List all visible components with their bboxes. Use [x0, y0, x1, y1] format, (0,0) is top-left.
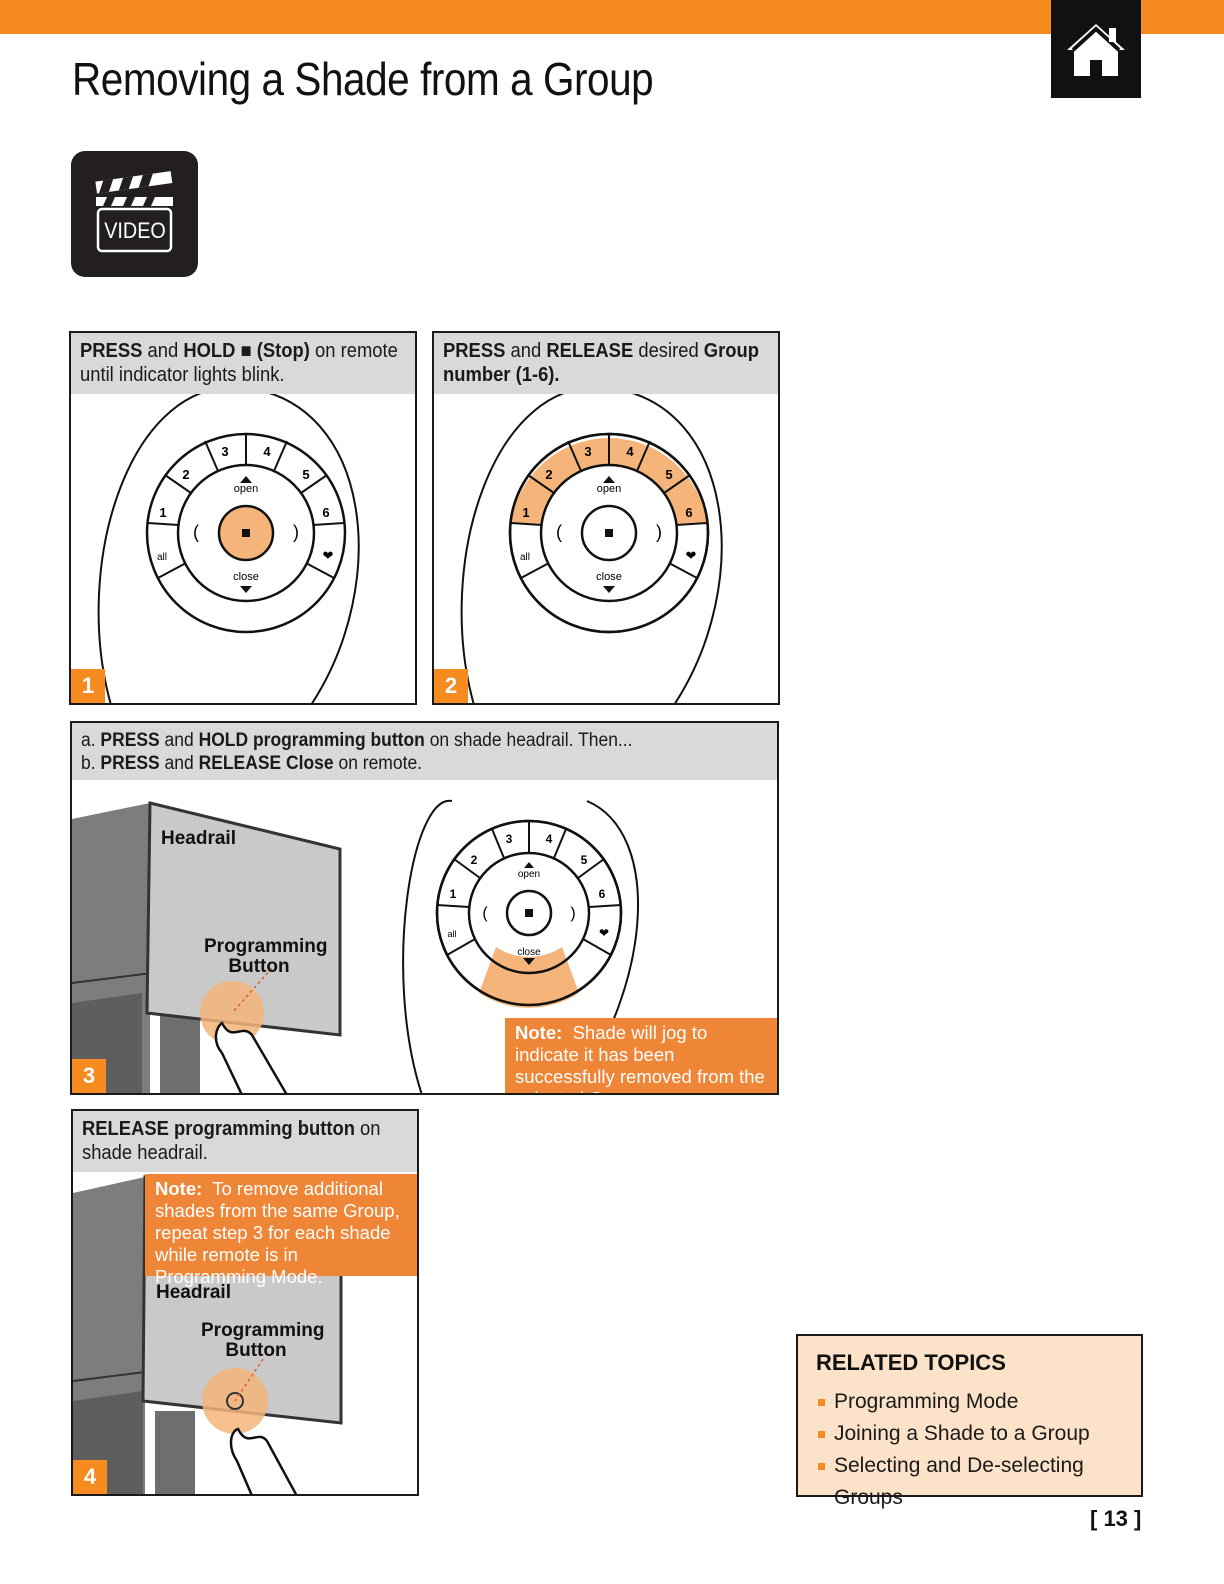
svg-text:all: all — [447, 929, 456, 939]
headrail-illustration: open close ( ) 3 4 2 5 1 6 all ❤ — [72, 799, 639, 1093]
svg-text:4: 4 — [546, 832, 553, 846]
clapperboard-icon — [95, 171, 173, 253]
svg-text:2: 2 — [182, 467, 189, 482]
step-2-badge: 2 — [434, 669, 468, 703]
svg-text:open: open — [234, 483, 258, 495]
step-4-note: Note: To remove additional shades from t… — [145, 1174, 417, 1287]
related-link-joining-shade[interactable]: Joining a Shade to a Group — [816, 1418, 1123, 1450]
svg-text:❤: ❤ — [686, 548, 697, 563]
step-1-instruction: PRESS and HOLD ■ (Stop) on remote until … — [71, 333, 415, 394]
svg-text:3: 3 — [506, 832, 513, 846]
svg-text:all: all — [157, 552, 167, 563]
svg-text:): ) — [656, 522, 662, 542]
svg-text:6: 6 — [599, 887, 606, 901]
programming-button-label: Programming Button — [201, 1320, 325, 1361]
bullet-icon — [818, 1463, 825, 1470]
step-2-panel: open close ( ) 3 4 2 5 1 6 all ❤ PRESS a… — [432, 331, 780, 705]
svg-text:open: open — [518, 869, 540, 880]
svg-text:2: 2 — [545, 467, 552, 482]
headrail-label: Headrail — [156, 1282, 231, 1303]
related-topics-box: RELATED TOPICS Programming Mode Joining … — [796, 1334, 1143, 1509]
svg-text:(: ( — [482, 905, 488, 922]
svg-text:3: 3 — [584, 444, 591, 459]
related-link-selecting-groups[interactable]: Selecting and De-selecting Groups — [816, 1450, 1123, 1514]
step-3-note: Note: Shade will jog to indicate it has … — [505, 1018, 777, 1093]
svg-text:1: 1 — [522, 505, 529, 520]
svg-text:(: ( — [556, 522, 562, 542]
svg-text:1: 1 — [159, 505, 166, 520]
home-button[interactable] — [1051, 0, 1141, 98]
svg-text:close: close — [233, 571, 259, 583]
svg-text:4: 4 — [263, 444, 271, 459]
page-number: [ 13 ] — [1090, 1506, 1142, 1531]
step-4-instruction: RELEASE programming button on shade head… — [73, 1111, 417, 1172]
step-3-instruction: a. PRESS and HOLD programming button on … — [72, 723, 777, 780]
svg-text:6: 6 — [685, 505, 692, 520]
svg-text:close: close — [596, 571, 622, 583]
remote-dial: open close ( ) 3 4 2 5 1 6 all ❤ — [435, 819, 623, 1008]
programming-button-label: Programming Button — [204, 936, 328, 977]
headrail-label: Headrail — [161, 828, 236, 849]
video-label: VIDEO — [104, 218, 166, 243]
bullet-icon — [818, 1431, 825, 1438]
home-icon — [1067, 24, 1125, 76]
svg-text:6: 6 — [322, 505, 329, 520]
svg-text:5: 5 — [302, 467, 309, 482]
svg-text:5: 5 — [665, 467, 672, 482]
top-accent-bar — [0, 0, 1224, 34]
remote-dial: open close ( ) 3 4 2 5 1 6 all ❤ — [508, 432, 710, 634]
svg-text:5: 5 — [581, 853, 588, 867]
svg-text:): ) — [570, 905, 575, 922]
svg-text:open: open — [597, 483, 621, 495]
remote-illustration: open close ( ) 3 4 2 5 1 6 all ❤ — [460, 386, 723, 703]
step-1-panel: open close ( ) 3 4 2 5 1 6 all ❤ PRESS a… — [69, 331, 417, 705]
step-4-panel: RELEASE programming button on shade head… — [71, 1109, 419, 1496]
step-1-badge: 1 — [71, 669, 105, 703]
video-button[interactable]: VIDEO — [71, 151, 198, 277]
page-title: Removing a Shade from a Group — [72, 53, 654, 105]
step-4-badge: 4 — [73, 1460, 107, 1494]
svg-text:3: 3 — [221, 444, 228, 459]
related-link-programming-mode[interactable]: Programming Mode — [816, 1386, 1123, 1418]
step-2-instruction: PRESS and RELEASE desired Group number (… — [434, 333, 778, 394]
related-topics-title: RELATED TOPICS — [816, 1350, 1006, 1375]
svg-text:all: all — [520, 552, 530, 563]
remote-dial: open close ( ) 3 4 2 5 1 6 all ❤ — [145, 432, 347, 634]
svg-text:❤: ❤ — [599, 926, 609, 940]
svg-text:1: 1 — [450, 887, 457, 901]
svg-text:❤: ❤ — [323, 548, 334, 563]
step-3-panel: open close ( ) 3 4 2 5 1 6 all ❤ a. PRES… — [70, 721, 779, 1095]
svg-text:close: close — [517, 947, 541, 958]
svg-text:): ) — [293, 522, 299, 542]
svg-text:4: 4 — [626, 444, 634, 459]
svg-text:(: ( — [193, 522, 199, 542]
bullet-icon — [818, 1399, 825, 1406]
related-topics-list: Programming Mode Joining a Shade to a Gr… — [816, 1386, 1123, 1514]
step-3-badge: 3 — [72, 1059, 106, 1093]
svg-text:2: 2 — [471, 853, 478, 867]
